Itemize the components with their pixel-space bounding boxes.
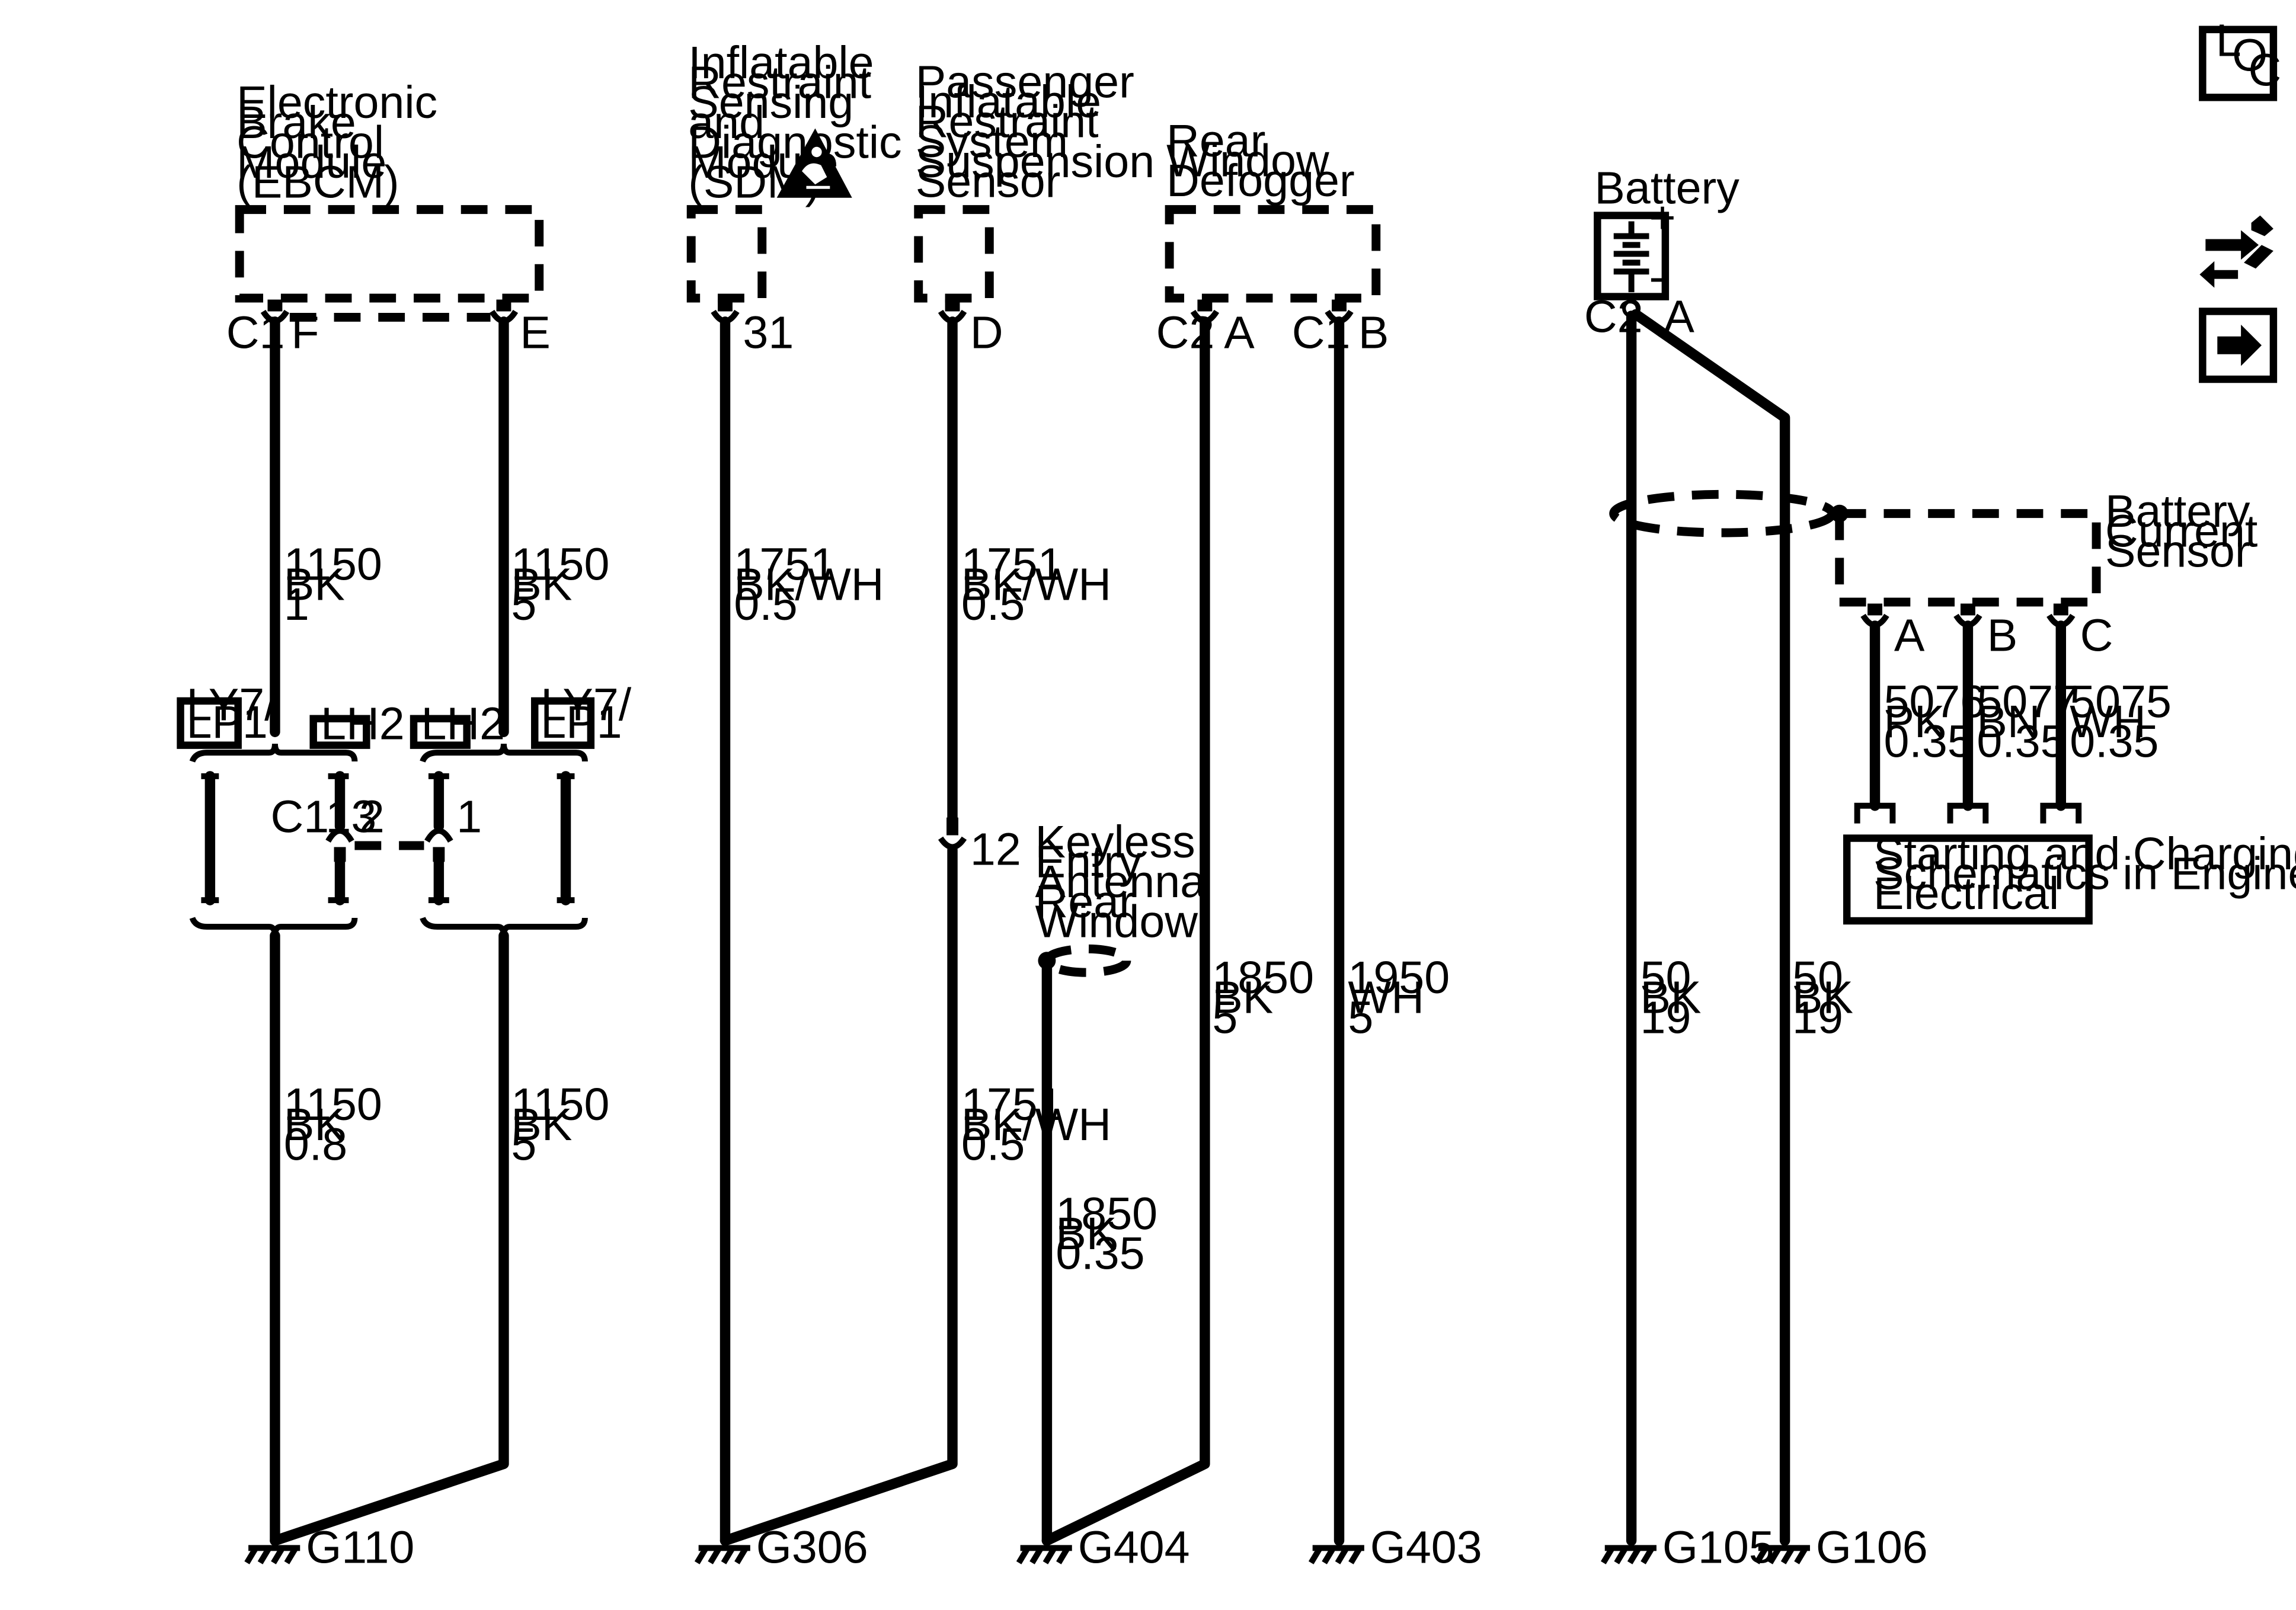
wire-label-1850-defogger: 1850BK5 (1212, 952, 1314, 1043)
next-arrow-button[interactable] (2199, 308, 2278, 383)
svg-text:Battery: Battery (1594, 163, 1739, 214)
c113-pin-1: 1 (456, 792, 482, 843)
wire-label-1150-f-lower: 1150BK0.8 (284, 1079, 382, 1170)
sdm-component[interactable]: InflatableRestraintSensingandDiagnosticM… (686, 37, 902, 303)
ebcm-pin-e: E (520, 308, 550, 359)
battery-current-sensor-component[interactable]: BatteryCurrentSensor (1609, 486, 2258, 607)
svg-text:G404: G404 (1078, 1522, 1190, 1573)
inline-connector-12 (938, 817, 967, 850)
option-lh2-right: LH2 (410, 699, 505, 750)
wire-label-5076: 5076PK0.35 (1884, 676, 1985, 767)
wire-1850-defogger[interactable] (1041, 316, 1210, 1546)
svg-text:-: - (1649, 251, 1664, 302)
ground-g105[interactable]: G105 (1601, 1522, 1774, 1573)
bcs-pin-a: A (1894, 610, 1925, 661)
svg-text:LY7/LP1: LY7/LP1 (541, 679, 632, 748)
svg-text:BatteryCurrentSensor: BatteryCurrentSensor (2105, 486, 2257, 577)
svg-text:G306: G306 (756, 1522, 868, 1573)
wire-label-5075: 5075WH0.35 (2070, 676, 2172, 767)
defogger-pin-b: B (1358, 308, 1389, 359)
svg-text:ElectronicBrakeControlModule(E: ElectronicBrakeControlModule(EBCM) (236, 77, 437, 207)
svg-text:G110: G110 (306, 1522, 414, 1573)
option-bracket-right (420, 743, 588, 936)
c113-label: C113 (270, 792, 376, 843)
wire-label-50-g106: 50BK19 (1792, 952, 1853, 1043)
wire-50-bk-g106[interactable] (1630, 309, 1790, 1546)
wire-label-1150-f-upper: 1150BK1 (284, 539, 382, 630)
svg-text:RearWindowDefogger: RearWindowDefogger (1166, 116, 1355, 206)
option-lh2-left: LH2 (309, 699, 405, 750)
ebcm-pin-f: F (291, 308, 319, 359)
sdm-pin-31: 31 (743, 308, 794, 359)
wire-label-5077: 5077BN0.35 (1977, 676, 2078, 767)
reference-connectors (1854, 802, 2082, 824)
bcs-pin-b: B (1987, 610, 2017, 661)
svg-text:L: L (2216, 15, 2241, 66)
bcs-pin-c: C (2080, 610, 2113, 661)
wire-1751-pass-lower[interactable] (720, 844, 958, 1546)
ground-g306[interactable]: G306 (694, 1522, 868, 1573)
wire-label-1150-e-lower: 1150BK5 (511, 1079, 609, 1170)
location-button[interactable]: L O C (2199, 15, 2282, 101)
svg-text:G105: G105 (1662, 1522, 1774, 1573)
ebcm-dashed-box (235, 205, 544, 303)
wire-label-1150-e-upper: 1150BK5 (511, 539, 609, 630)
ground-g404[interactable]: G404 (1016, 1522, 1190, 1573)
svg-text:+: + (1649, 192, 1675, 243)
c113-connector[interactable] (325, 828, 453, 862)
ground-g403[interactable]: G403 (1308, 1522, 1482, 1573)
passenger-sensor-pin-d: D (970, 308, 1003, 359)
svg-text:G106: G106 (1816, 1522, 1928, 1573)
ground-g110[interactable]: G110 (244, 1522, 415, 1573)
svg-text:InflatableRestraintSensingandD: InflatableRestraintSensingandDiagnosticM… (688, 37, 901, 208)
wire-label-1751-sdm: 1751BK/WH0.5 (734, 539, 884, 630)
svg-text:PassengerInflatableRestraintSy: PassengerInflatableRestraintSystemSuspen… (916, 56, 1155, 207)
svg-text:LH2: LH2 (421, 699, 505, 750)
svg-text:G403: G403 (1370, 1522, 1482, 1573)
svg-text:LY7/LP1: LY7/LP1 (187, 679, 278, 748)
svg-text:C: C (2249, 44, 2282, 95)
svg-text:LH2: LH2 (321, 699, 405, 750)
wire-label-1751-pass-lower: 1751BK/WH0.5 (961, 1079, 1111, 1170)
option-ly7-right: LY7/LP1 (531, 679, 632, 749)
wire-label-1751-pass-upper: 1751BK/WH0.5 (961, 539, 1111, 630)
defogger-pin-a: A (1224, 308, 1255, 359)
option-ly7-left: LY7/LP1 (177, 679, 278, 749)
keyless-antenna-component[interactable]: KeylessEntryAntennaRearWindow (1035, 817, 1205, 977)
battery-component[interactable]: Battery + - (1594, 163, 1739, 302)
wire-label-1850-keyless: 1850BK0.35 (1056, 1188, 1157, 1279)
passenger-sensor-component[interactable]: PassengerInflatableRestraintSystemSuspen… (914, 56, 1155, 303)
starting-charging-reference-button[interactable]: Starting and ChargingSchematics in Engin… (1843, 828, 2296, 925)
svg-text:KeylessEntryAntennaRearWindow: KeylessEntryAntennaRearWindow (1035, 817, 1205, 947)
ebcm-component[interactable]: ElectronicBrakeControlModule(EBCM) (235, 77, 544, 303)
inline-pin-12: 12 (970, 824, 1021, 875)
svg-text:O: O (2232, 30, 2268, 81)
svg-text:Starting and ChargingSchematic: Starting and ChargingSchematics in Engin… (1873, 828, 2296, 919)
wire-label-50-g105: 50BK19 (1641, 952, 1702, 1043)
c113-pin-2: 2 (359, 792, 385, 843)
ground-g106[interactable]: G106 (1754, 1522, 1928, 1573)
wire-1150-e-lower[interactable] (270, 930, 509, 1546)
rear-defogger-component[interactable]: RearWindowDefogger (1165, 116, 1381, 303)
airbag-warning-icon (776, 128, 852, 198)
repair-procedure-icon[interactable] (2199, 215, 2273, 288)
wire-label-1950-defogger: 1950WH5 (1348, 952, 1450, 1043)
